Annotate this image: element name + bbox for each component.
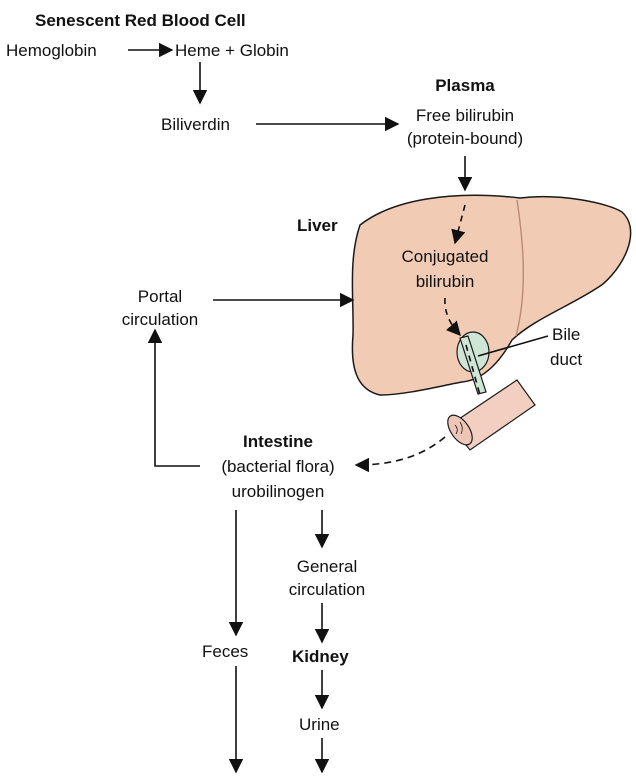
hemoglobin-label: Hemoglobin: [6, 39, 97, 62]
intestine-tube: [443, 380, 535, 450]
general-line1: General: [272, 555, 382, 578]
bile-duct-line1: Bile: [552, 323, 580, 346]
liver-line1: Conjugated: [380, 245, 510, 268]
urine-label: Urine: [299, 713, 340, 736]
liver-heading: Liver: [297, 214, 338, 237]
biliverdin-label: Biliverdin: [161, 113, 230, 136]
kidney-label: Kidney: [292, 645, 349, 668]
plasma-line1: Free bilirubin: [395, 104, 535, 127]
title: Senescent Red Blood Cell: [35, 9, 246, 32]
plasma-line2: (protein-bound): [395, 127, 535, 150]
plasma-heading: Plasma: [405, 74, 525, 97]
general-line2: circulation: [272, 578, 382, 601]
portal-line1: Portal: [110, 285, 210, 308]
liver-line2: bilirubin: [380, 270, 510, 293]
liver-shape: [352, 195, 630, 395]
intestine-heading: Intestine: [208, 430, 348, 453]
arrow-intestine-dashed: [356, 437, 445, 465]
intestine-line1: (bacterial flora): [198, 455, 358, 478]
arrow-intestine-to-portal: [155, 330, 200, 466]
intestine-line2: urobilinogen: [198, 480, 358, 503]
feces-label: Feces: [202, 640, 248, 663]
liver-organ: [352, 195, 630, 395]
portal-line2: circulation: [110, 308, 210, 331]
bile-duct-line2: duct: [550, 348, 582, 371]
heme-globin-label: Heme + Globin: [175, 39, 289, 62]
